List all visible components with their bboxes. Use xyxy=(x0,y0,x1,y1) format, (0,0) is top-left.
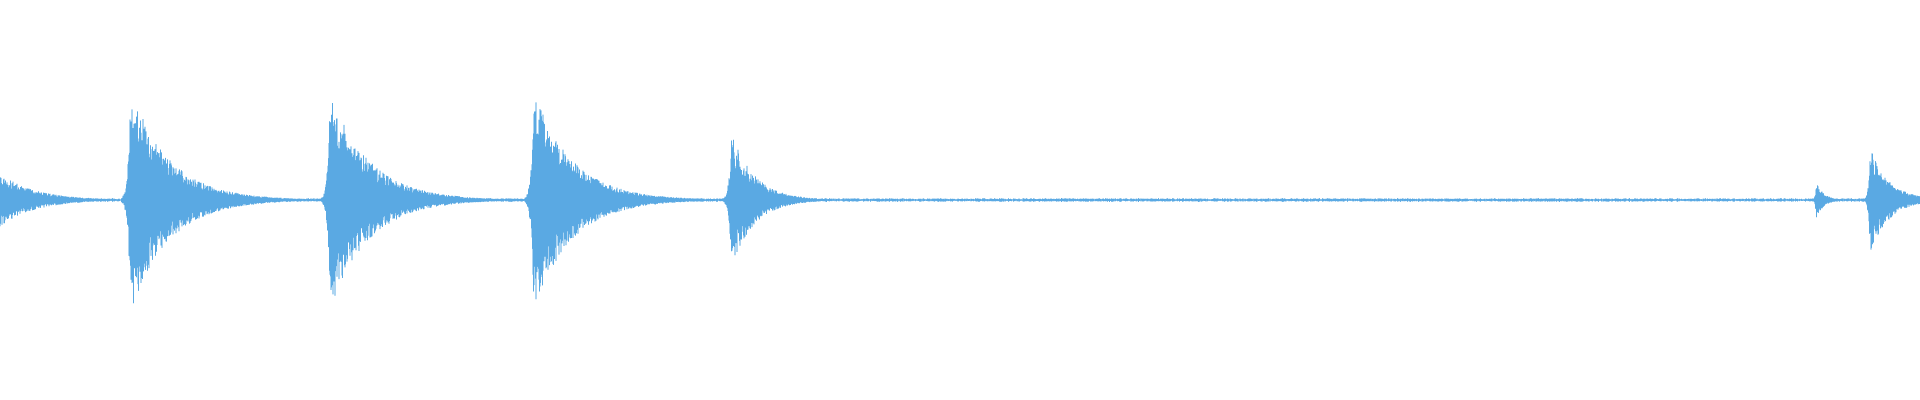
waveform-signal xyxy=(0,102,1920,304)
